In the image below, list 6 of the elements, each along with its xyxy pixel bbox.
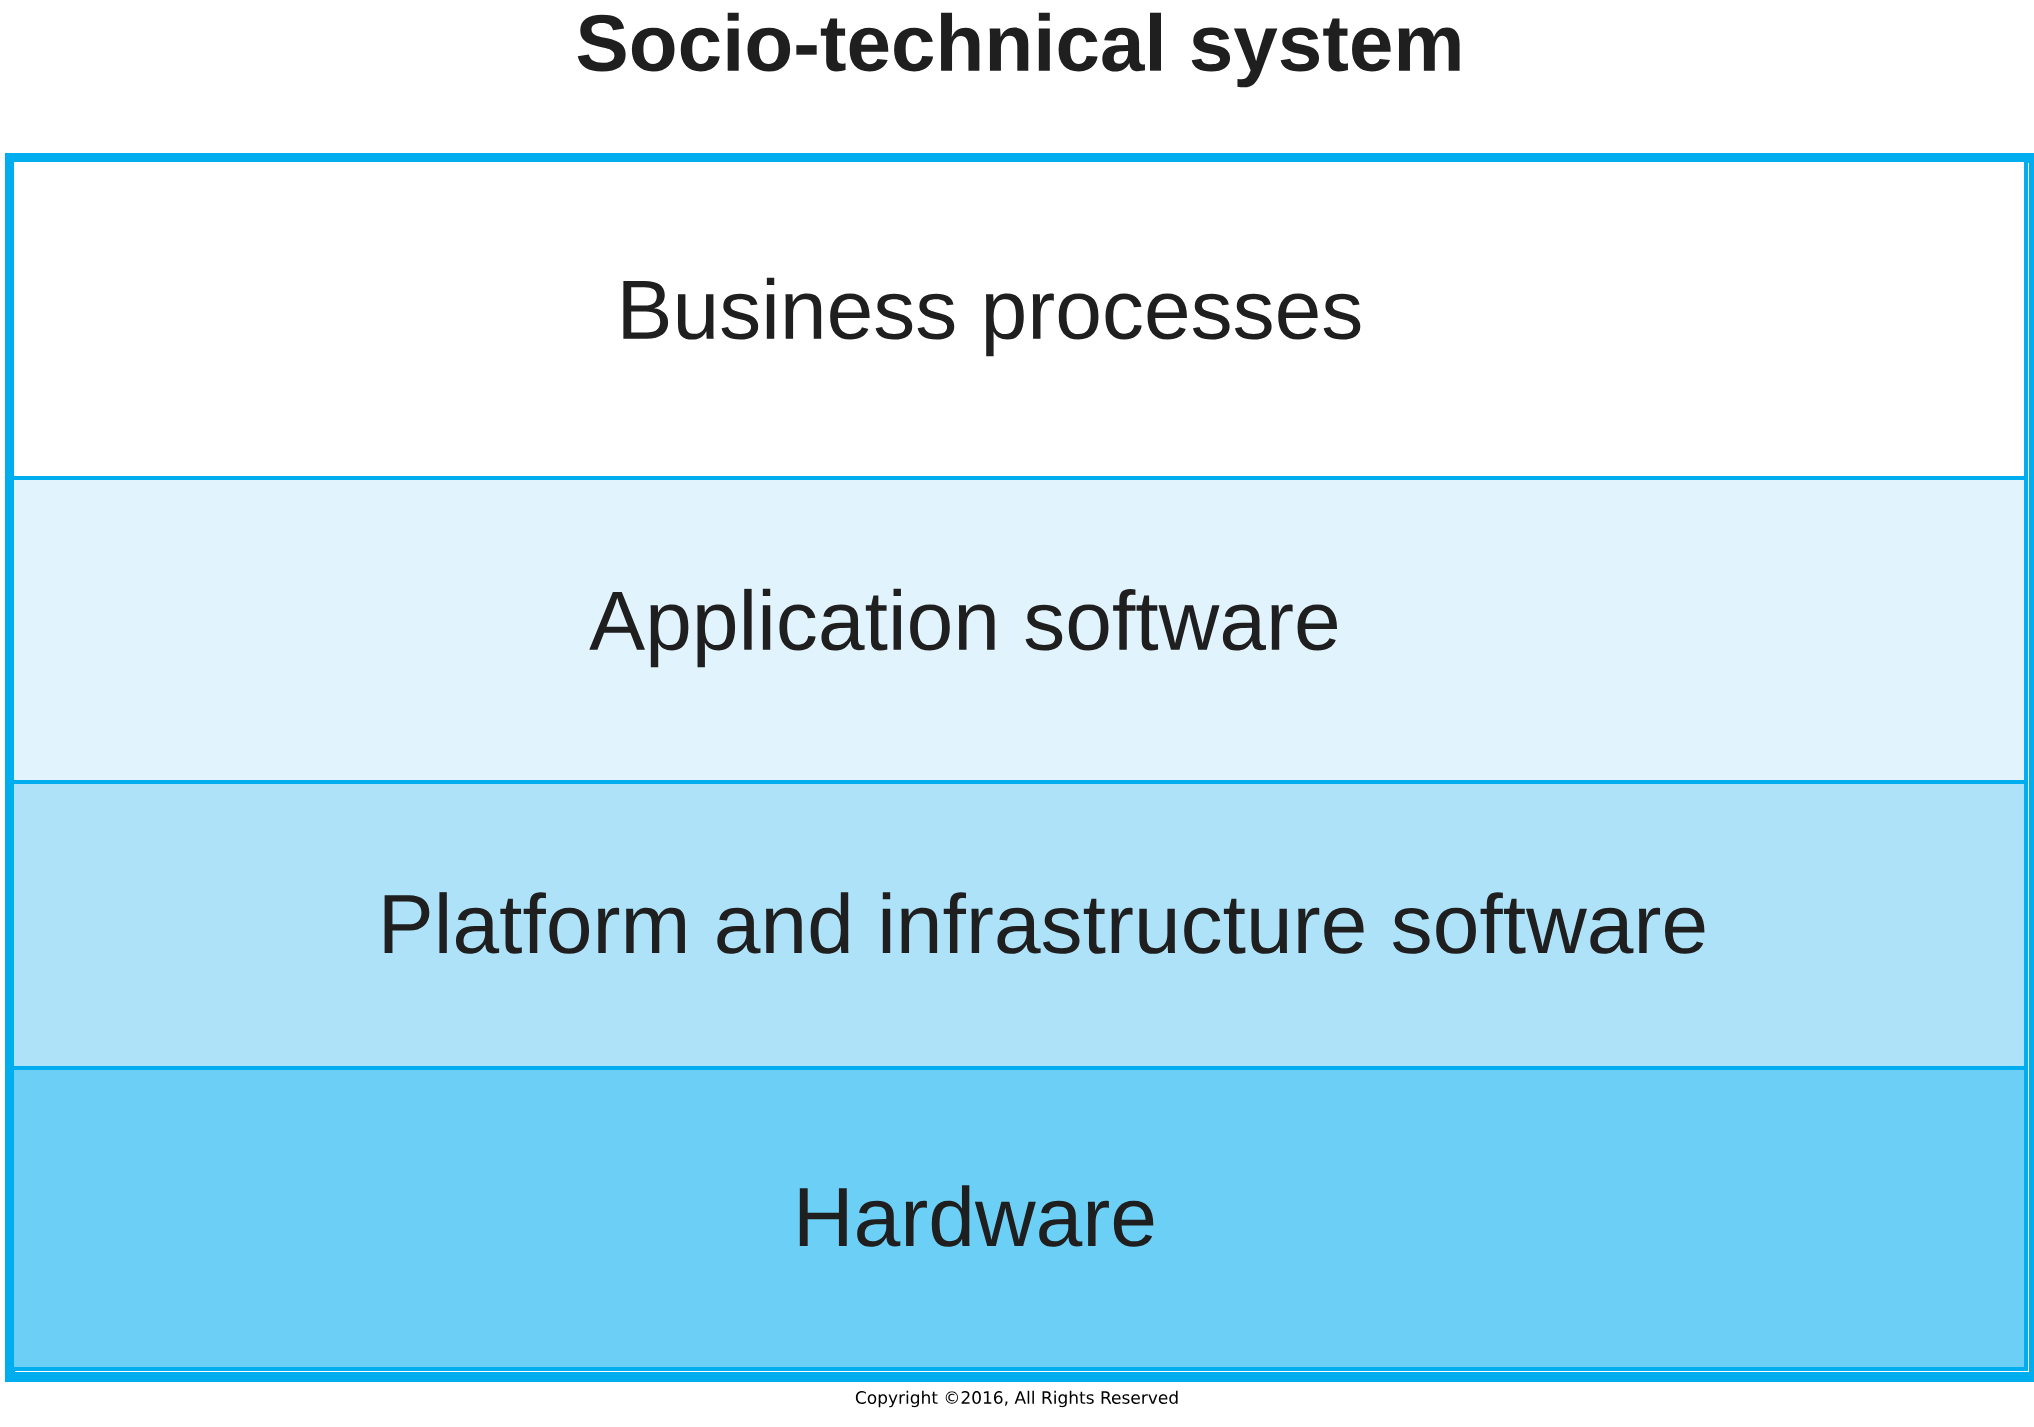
layer-band: Platform and infrastructure software	[10, 780, 2029, 1070]
layer-band: Business processes	[10, 158, 2029, 480]
copyright-note: Copyright ©2016, All Rights Reserved	[855, 1390, 1178, 1408]
layer-band: Application software	[10, 476, 2029, 784]
layer-band: Hardware	[10, 1066, 2029, 1371]
node-label: Socio-technical system	[577, 12, 1460, 88]
